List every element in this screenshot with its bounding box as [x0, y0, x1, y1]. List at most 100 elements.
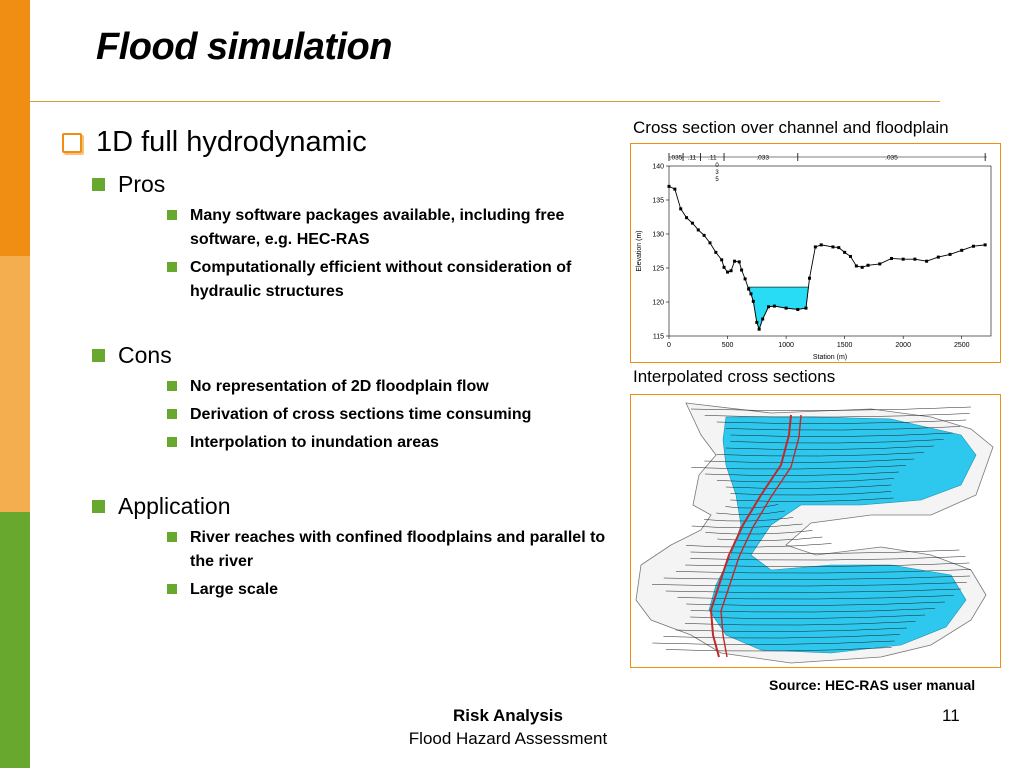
ground-point [889, 256, 893, 260]
ground-point [848, 254, 852, 258]
square-bullet-icon [167, 532, 177, 542]
y-tick-label: 140 [652, 164, 664, 171]
list-item: Derivation of cross sections time consum… [167, 403, 620, 427]
cross-section-line [690, 556, 966, 561]
ground-point [749, 292, 753, 296]
mannings-vertical-label: 0 [715, 163, 719, 169]
ground-point [685, 216, 689, 220]
ground-point [673, 187, 677, 191]
ground-profile [668, 185, 986, 331]
ground-point [804, 306, 808, 310]
cross-section-line [704, 517, 794, 522]
ground-point [757, 327, 761, 331]
ground-point [702, 233, 706, 237]
ground-point [936, 255, 940, 259]
ground-point [925, 259, 929, 263]
ground-point [843, 250, 847, 254]
cross-section-line [685, 562, 970, 567]
plot-frame [668, 165, 992, 337]
x-tick-label: 2500 [954, 342, 970, 349]
mannings-label: .11 [688, 155, 697, 162]
section-heading-cons: Cons [92, 342, 622, 369]
ground-point [854, 264, 858, 268]
bullet-list: 1D full hydrodynamic Pros Many software … [62, 126, 622, 606]
mannings-vertical-label: 5 [715, 177, 719, 183]
square-bullet-icon [92, 500, 105, 513]
ground-point [747, 287, 751, 291]
cross-section-line [717, 478, 895, 483]
list-item: River reaches with confined floodplains … [167, 526, 620, 574]
mannings-label: .035 [885, 155, 898, 162]
ground-point [837, 246, 841, 250]
cross-section-line [730, 497, 894, 502]
checkbox-bullet-icon [62, 132, 82, 153]
title-rule [30, 101, 940, 102]
cross-section-line [686, 601, 945, 606]
figure2-caption: Interpolated cross sections [633, 367, 836, 386]
cross-section-line [705, 530, 813, 535]
main-bullet-text: 1D full hydrodynamic [96, 126, 367, 158]
cross-section-line [716, 510, 785, 515]
source-note: Source: HEC-RAS user manual [769, 677, 976, 693]
ground-point [878, 262, 882, 266]
cross-section-line [690, 614, 926, 619]
cross-section-line [730, 432, 953, 437]
ground-point [983, 243, 987, 247]
ground-point [772, 304, 776, 308]
ground-point [808, 276, 812, 280]
ground-point [948, 252, 952, 256]
cross-section-line [725, 504, 779, 509]
ground-point [971, 244, 975, 248]
ground-point [743, 277, 747, 281]
ground-point [696, 228, 700, 232]
cross-section-line [686, 543, 832, 548]
cross-section-lines [652, 406, 972, 652]
x-tick-label: 500 [722, 342, 734, 349]
square-bullet-icon [167, 381, 177, 391]
x-axis-label: Station (m) [813, 354, 847, 361]
ground-point [720, 258, 724, 262]
interpolated-sections-figure [630, 394, 1001, 668]
ground-point [819, 243, 823, 247]
list-item: Large scale [167, 578, 620, 602]
y-tick-label: 115 [653, 334, 664, 341]
ground-point [866, 263, 870, 267]
cross-section-line [677, 595, 954, 600]
channel-bank-left [709, 414, 792, 658]
slide-title: Flood simulation [96, 26, 392, 68]
cross-section-line [663, 575, 971, 580]
cross-section-line [652, 582, 967, 587]
x-tick-label: 2000 [895, 342, 911, 349]
ground-point [755, 320, 759, 324]
cross-section-line [665, 588, 962, 593]
x-tick-label: 1500 [837, 342, 853, 349]
square-bullet-icon [92, 178, 105, 191]
cross-section-line [725, 484, 892, 489]
channel-bank-right [720, 414, 802, 658]
ground-point [860, 265, 864, 269]
ground-point [761, 317, 765, 321]
mannings-vertical-label: 3 [715, 170, 719, 176]
cross-section-line [704, 458, 915, 463]
ground-point [831, 245, 835, 249]
square-bullet-icon [167, 437, 177, 447]
main-bullet: 1D full hydrodynamic [62, 126, 622, 159]
square-bullet-icon [92, 349, 105, 362]
cross-section-line [716, 452, 924, 457]
mannings-label: .035 [670, 155, 683, 162]
mannings-label: .11 [708, 155, 717, 162]
cross-section-line [675, 627, 907, 632]
y-tick-label: 120 [652, 300, 664, 307]
x-tick-label: 0 [667, 342, 671, 349]
left-accent-bar [0, 0, 30, 768]
list-item: Interpolation to inundation areas [167, 431, 620, 455]
ground-point [767, 305, 771, 309]
ground-point [901, 257, 905, 261]
section-heading-application: Application [92, 493, 622, 520]
section-heading-pros: Pros [92, 171, 622, 198]
cross-section-line [675, 569, 971, 574]
list-item: No representation of 2D floodplain flow [167, 375, 620, 399]
ground-point [813, 245, 817, 249]
